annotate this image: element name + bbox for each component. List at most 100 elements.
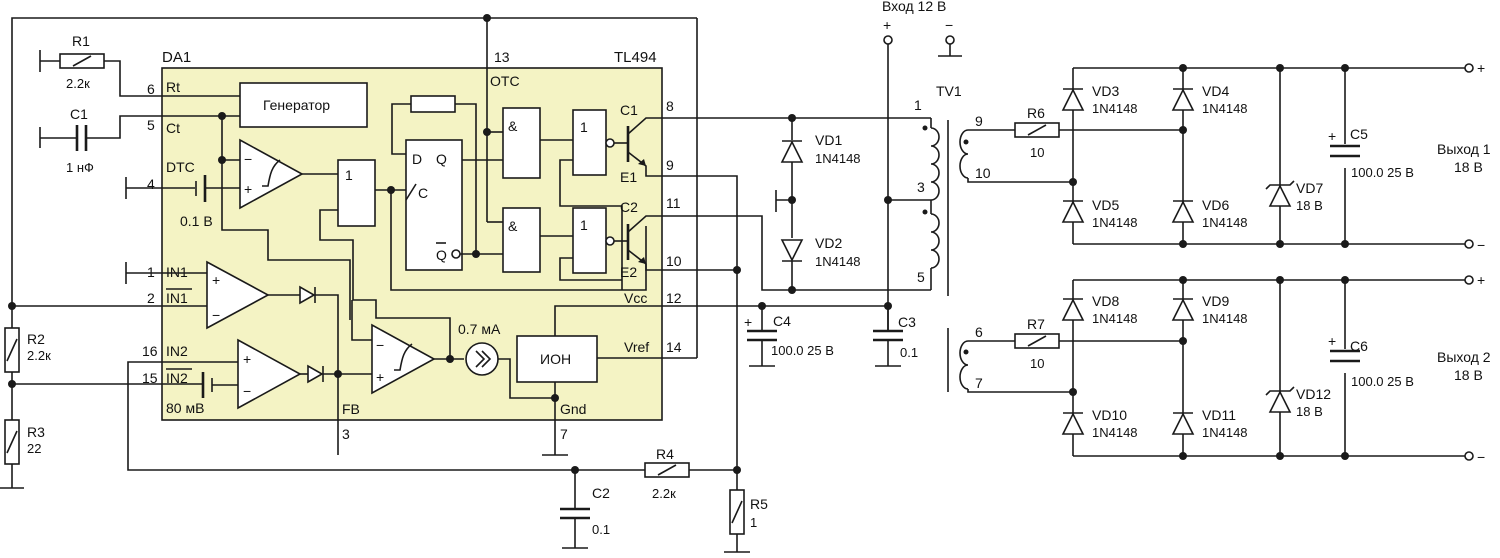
pin-fb: FB (342, 401, 360, 417)
tv1-secondary-2 (959, 340, 1073, 393)
out1-label: Выход 1 (1437, 141, 1491, 157)
vd8-name: VD8 (1092, 293, 1119, 309)
pin-in2: IN2 (166, 343, 188, 359)
r5-name: R5 (750, 496, 768, 512)
ref-label: ИОН (540, 351, 571, 367)
r3-value: 22 (27, 441, 41, 456)
r1-resistor (39, 50, 240, 97)
svg-text:1: 1 (914, 97, 922, 113)
svg-text:−: − (945, 17, 953, 33)
r5-value: 1 (750, 515, 757, 530)
vd3-value: 1N4148 (1092, 101, 1138, 116)
svg-text:+: + (1477, 60, 1485, 76)
chip-name: DA1 (162, 49, 191, 66)
svg-text:C1: C1 (620, 102, 638, 118)
current-label: 0.7 мА (458, 321, 501, 337)
vd8-value: 1N4148 (1092, 311, 1138, 326)
pin-vref: Vref (624, 339, 649, 355)
vd4-name: VD4 (1202, 83, 1229, 99)
vd3-name: VD3 (1092, 83, 1119, 99)
svg-text:9: 9 (975, 113, 983, 129)
vd12-name: VD12 (1296, 386, 1331, 402)
svg-text:+: + (883, 17, 891, 33)
svg-text:+: + (1328, 333, 1336, 349)
pin13-num: 13 (494, 49, 510, 65)
pin1-num: 1 (147, 264, 155, 280)
vd11-name: VD11 (1202, 407, 1236, 423)
vd2-name: VD2 (815, 235, 842, 251)
vd8-diode (1061, 298, 1085, 321)
vd4-diode (1171, 88, 1195, 111)
pin14-num: 14 (666, 339, 682, 355)
svg-text:C: C (418, 185, 428, 201)
pin-rt: Rt (166, 79, 180, 95)
r4-name: R4 (656, 446, 674, 462)
pin-in1n: IN1 (166, 290, 188, 306)
vd12-value: 18 В (1296, 404, 1323, 419)
vd11-value: 1N4148 (1202, 425, 1248, 440)
tv1-name: TV1 (936, 83, 962, 99)
error-amp-2 (237, 338, 302, 410)
vd7-zener (1268, 184, 1292, 207)
pin6-num: 6 (147, 81, 155, 97)
pin-vcc: Vcc (624, 290, 647, 306)
vd6-diode (1171, 200, 1195, 223)
error-amp-1 (206, 260, 270, 330)
out2-label: Выход 2 (1437, 349, 1491, 365)
vd6-name: VD6 (1202, 197, 1229, 213)
svg-text:−: − (244, 151, 252, 167)
pin-dtc: DTC (166, 159, 195, 175)
r7-name: R7 (1027, 316, 1045, 332)
svg-text:+: + (1328, 128, 1336, 144)
r4-value: 2.2к (652, 486, 676, 501)
svg-text:5: 5 (917, 269, 925, 285)
vd6-value: 1N4148 (1202, 215, 1248, 230)
generator-block (239, 82, 368, 128)
svg-text:7: 7 (975, 375, 983, 391)
svg-text:1: 1 (580, 119, 588, 135)
nor-gate-bottom (572, 207, 607, 274)
pin-in2n: IN2 (166, 370, 188, 386)
pin10-num: 10 (666, 253, 682, 269)
ref-block (516, 335, 598, 383)
vd1-value: 1N4148 (815, 151, 861, 166)
r6-name: R6 (1027, 105, 1045, 121)
pin2-num: 2 (147, 290, 155, 306)
vd10-diode (1061, 412, 1085, 435)
svg-text:+: + (744, 314, 752, 330)
out2-voltage: 18 В (1454, 367, 1483, 383)
in2-offset: 80 мВ (166, 400, 204, 416)
svg-text:+: + (243, 351, 251, 367)
pin3-num: 3 (342, 426, 350, 442)
pin12-num: 12 (666, 290, 682, 306)
vd5-name: VD5 (1092, 197, 1119, 213)
chip-part: TL494 (614, 49, 657, 66)
vd9-name: VD9 (1202, 293, 1229, 309)
tv1-primary (930, 118, 940, 290)
vd7-name: VD7 (1296, 180, 1323, 196)
pin16-num: 16 (142, 343, 158, 359)
svg-text:+: + (244, 181, 252, 197)
pin8-num: 8 (666, 98, 674, 114)
vd12-zener (1268, 390, 1292, 413)
svg-text:+: + (212, 272, 220, 288)
pin-ct: Ct (166, 120, 180, 136)
svg-text:1: 1 (345, 167, 353, 183)
r7-value: 10 (1030, 356, 1044, 371)
vd3-diode (1061, 88, 1085, 111)
vd5-diode (1061, 200, 1085, 223)
vd10-value: 1N4148 (1092, 425, 1138, 440)
transistor-bottom (614, 215, 662, 271)
svg-text:E1: E1 (620, 169, 637, 185)
pin11-num: 11 (666, 195, 681, 211)
svg-text:3: 3 (917, 179, 925, 195)
pin-otc: OTC (490, 73, 520, 89)
or-gate (337, 159, 376, 227)
input-label: Вход 12 В (882, 0, 946, 14)
svg-text:−: − (1477, 237, 1485, 253)
svg-text:6: 6 (975, 324, 983, 340)
out1-voltage: 18 В (1454, 159, 1483, 175)
svg-text:−: − (212, 307, 220, 323)
pin4-num: 4 (147, 176, 155, 192)
